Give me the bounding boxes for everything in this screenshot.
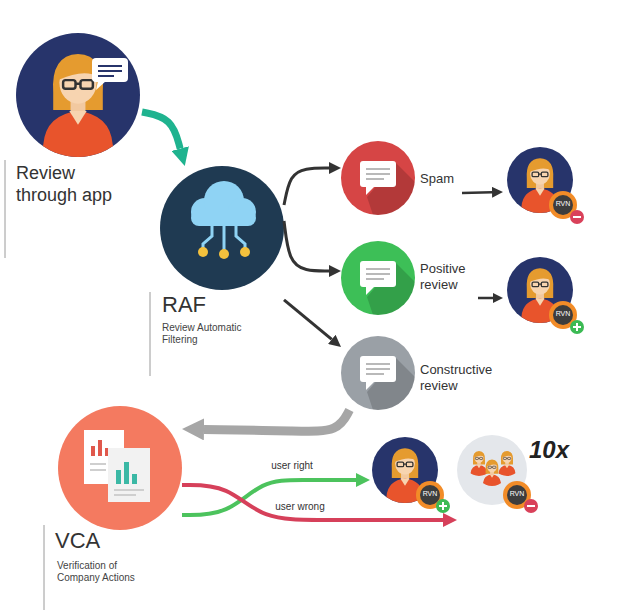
label-holder: user wrong — [273, 501, 326, 513]
node-title: RVN — [551, 310, 575, 318]
vca-documents-icon — [58, 406, 182, 530]
node-subtitle: Review Automatic Filtering — [162, 322, 262, 346]
plus-badge — [570, 320, 584, 334]
text-holder: RVN — [418, 490, 442, 498]
connector-arrow — [142, 112, 180, 149]
minus-badge — [573, 216, 581, 218]
minus-badge — [570, 210, 584, 224]
node-title: Spam — [420, 171, 460, 187]
text-holder: Review through app — [16, 163, 138, 206]
spam-icon — [341, 141, 421, 221]
vca-circle — [58, 406, 182, 530]
chat-bubble — [360, 356, 421, 416]
network-lines — [203, 226, 245, 250]
label-holder: user right — [269, 460, 315, 472]
raf-cloud-icon — [160, 166, 284, 290]
node-title: RVN — [551, 200, 575, 208]
token-node: RVN — [503, 255, 581, 333]
chat-bubble — [360, 261, 421, 321]
token-node: RVN — [370, 435, 448, 513]
text-holder: Constructive review — [420, 362, 506, 393]
connector-arrow — [204, 410, 350, 431]
text-holder: VCA — [55, 528, 115, 554]
text-holder: Verification of Company Actions — [57, 560, 157, 584]
text-holder: RVN — [551, 310, 575, 318]
cloud-symbol — [191, 181, 256, 226]
text-holder: 10x — [529, 436, 575, 465]
connector-arrow — [284, 168, 329, 205]
text-holder: RAF — [162, 292, 222, 318]
node-title: VCA — [55, 528, 115, 554]
plus-badge — [436, 499, 450, 513]
network-dots — [198, 247, 250, 259]
node-title: Review through app — [16, 163, 138, 206]
person-figure — [470, 451, 488, 476]
connector-arrow — [284, 300, 332, 339]
plus-badge — [573, 323, 581, 331]
document — [108, 448, 150, 502]
outcome-node: Spam — [341, 141, 462, 215]
section-rule — [5, 160, 150, 610]
process-node: RAF Review Automatic Filtering — [160, 166, 284, 351]
node-title: 10x — [529, 436, 575, 465]
node-title: RAF — [162, 292, 222, 318]
person-figure — [498, 451, 516, 476]
outcome-node: Constructive review — [341, 336, 511, 410]
plus-badge — [439, 502, 447, 510]
text-holder: RVN — [551, 200, 575, 208]
connector-arrow — [182, 485, 443, 520]
connector-arrow — [284, 221, 329, 271]
connector-arrow — [478, 297, 493, 300]
section-rule — [150, 292, 151, 376]
community-penalty-icon — [457, 435, 538, 513]
section-rule — [44, 525, 45, 610]
text-holder: RVN — [505, 490, 529, 498]
node-subtitle: RVN — [505, 490, 529, 498]
node-title: Positive review — [420, 261, 476, 292]
node-title: RVN — [418, 490, 442, 498]
text-holder: Spam — [420, 171, 460, 187]
person-figure — [482, 459, 501, 486]
user-avatar — [16, 33, 140, 157]
edge-label: user wrong — [273, 501, 326, 513]
node-subtitle: Verification of Company Actions — [57, 560, 157, 584]
minus-badge — [527, 505, 535, 507]
constructive-icon — [341, 336, 421, 416]
text-holder: Positive review — [420, 261, 476, 292]
node-title: Constructive review — [420, 362, 506, 393]
section-rule — [5, 160, 6, 258]
token-node: 10xRVN — [457, 430, 577, 525]
token-node: RVN — [503, 145, 581, 223]
connector-arrow — [462, 191, 492, 194]
raf-circle — [160, 166, 284, 290]
user-penalty-icon — [507, 147, 584, 224]
avatar-circle — [16, 33, 140, 157]
text-holder: Review Automatic Filtering — [162, 322, 262, 346]
process-node: VCA Verification of Company Actions — [55, 406, 182, 586]
minus-badge — [524, 499, 538, 513]
positive-icon — [341, 241, 421, 321]
user-reward-icon — [507, 257, 584, 334]
chat-bubble — [360, 161, 421, 221]
actor-node: Review through app — [14, 33, 142, 211]
outcome-node: Positive review — [341, 241, 478, 315]
edge-label: user right — [269, 460, 315, 472]
speech-bubble — [92, 58, 128, 90]
user-reward-icon — [372, 437, 450, 513]
